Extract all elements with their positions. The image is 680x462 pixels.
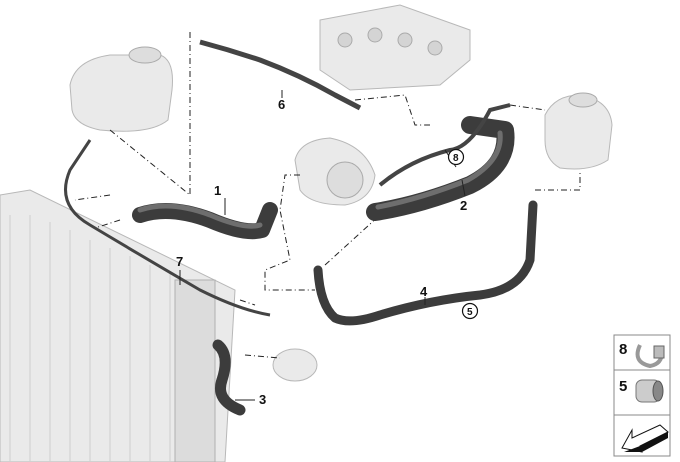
expansion-tank-left bbox=[69, 46, 173, 132]
auxiliary-pump bbox=[272, 348, 318, 382]
part-label-8-circle bbox=[447, 148, 465, 166]
part-label-2: 2 bbox=[460, 198, 467, 213]
part-label-5-circle bbox=[461, 302, 479, 320]
part-label-8: 8 bbox=[453, 153, 459, 164]
part-label-6: 6 bbox=[278, 97, 285, 112]
hose-3 bbox=[212, 339, 246, 416]
hose-clamp-icon bbox=[635, 344, 665, 369]
hose-2 bbox=[366, 116, 515, 221]
part-label-5: 5 bbox=[467, 307, 473, 318]
expansion-tank-right bbox=[544, 92, 613, 170]
arrow-down-left-icon bbox=[621, 424, 669, 453]
part-label-4: 4 bbox=[420, 284, 428, 299]
part-label-1: 1 bbox=[214, 183, 221, 198]
radiator bbox=[0, 189, 236, 462]
legend-number-5: 5 bbox=[619, 378, 627, 395]
hose-7 bbox=[64, 139, 271, 317]
sleeve-coupling-icon bbox=[635, 379, 664, 403]
part-label-7: 7 bbox=[176, 254, 183, 269]
legend: 8 5 bbox=[613, 334, 671, 457]
thermostat-housing bbox=[294, 137, 376, 206]
legend-number-8: 8 bbox=[619, 341, 627, 358]
hose-1 bbox=[132, 202, 278, 240]
hose-6 bbox=[199, 39, 362, 111]
part-label-3: 3 bbox=[259, 392, 266, 407]
hose-4 bbox=[313, 200, 538, 326]
intake-manifold bbox=[319, 4, 471, 91]
connection-lines bbox=[74, 32, 581, 359]
hose-8-line bbox=[378, 103, 511, 187]
